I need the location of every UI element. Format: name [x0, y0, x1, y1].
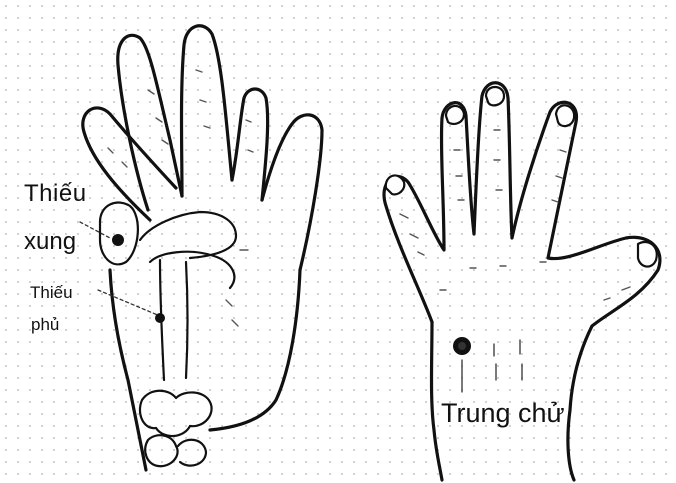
right-hand-nail-middle [486, 87, 504, 105]
thieu-xung-label-line1: Thiếu [24, 182, 87, 206]
left-hand-curled-fingertip [100, 203, 138, 265]
left-hand-ring-finger [232, 89, 268, 200]
thieu-phu-label-line1: Thiếu [30, 284, 73, 301]
right-hand-nail-index [556, 105, 574, 126]
trung-chu-label: Trung chử [441, 400, 565, 427]
left-hand-little-finger [83, 108, 176, 220]
thieu-xung-point [112, 234, 124, 246]
right-hand-nail-little [386, 175, 405, 194]
left-hand-thumb [262, 115, 322, 270]
left-hand-ulnar-edge [110, 270, 146, 470]
left-hand-palm-edge [210, 270, 300, 430]
left-hand-palm-view [80, 26, 322, 470]
thieu-phu-point [155, 313, 165, 323]
thieu-phu-label-line2: phủ [31, 316, 59, 333]
thieu-xung-label-line2: xung [24, 230, 76, 254]
left-hand-folded-segment-4 [186, 262, 188, 378]
left-hand-middle-finger [182, 26, 233, 196]
left-hand-wrist-bones-lower [145, 435, 177, 466]
right-hand-nail-ring [446, 106, 464, 124]
right-hand-nail-thumb [638, 242, 657, 267]
left-hand-wrist-bones [140, 391, 212, 436]
